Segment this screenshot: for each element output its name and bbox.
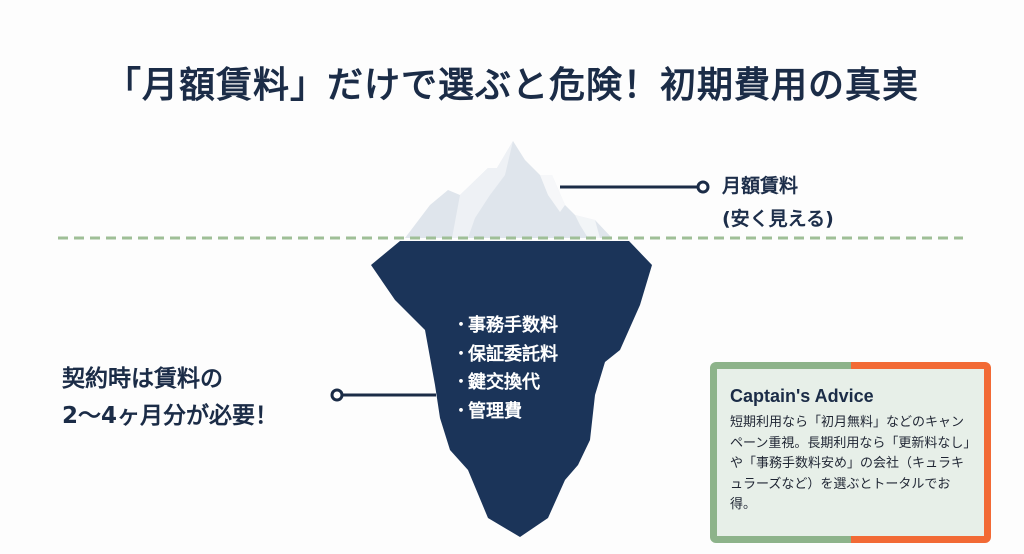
list-item-label: 事務手数料: [468, 315, 558, 336]
advice-content: Captain's Advice 短期利用なら「初月無料」などのキャンペーン重視…: [717, 369, 984, 536]
list-item-label: 鍵交換代: [468, 372, 540, 393]
bullet-icon: ・: [452, 315, 470, 336]
tip-label-note: (安く見える): [722, 208, 834, 230]
list-item-label: 保証委託料: [468, 343, 558, 365]
page-title: 「月額賃料」だけで選ぶと危険！初期費用の真実: [104, 65, 919, 106]
captains-advice-box: Captain's Advice 短期利用なら「初月無料」などのキャンペーン重視…: [710, 362, 991, 543]
list-item-label: 管理費: [468, 400, 522, 422]
tip-label: 月額賃料 (安く見える): [722, 170, 834, 236]
hidden-costs-list: ・事務手数料 ・保証委託料 ・鍵交換代 ・管理費: [452, 312, 558, 426]
contract-cost-callout: 契約時は賃料の 2〜4ヶ月分が必要！: [62, 361, 278, 435]
bullet-icon: ・: [452, 400, 470, 422]
advice-body: 短期利用なら「初月無料」などのキャンペーン重視。長期利用なら「更新料なし」や「事…: [730, 415, 970, 512]
list-item: ・鍵交換代: [452, 369, 558, 398]
tip-label-title: 月額賃料: [722, 175, 799, 197]
bullet-icon: ・: [452, 372, 470, 393]
callout-line-1: 契約時は賃料の: [62, 366, 223, 392]
iceberg-tip: [405, 141, 612, 238]
callout-line-2: 2〜4ヶ月分が必要！: [62, 403, 279, 429]
hidden-connector: [330, 388, 436, 402]
list-item: ・事務手数料: [452, 312, 558, 341]
bullet-icon: ・: [452, 343, 470, 365]
advice-title: Captain's Advice: [730, 386, 874, 406]
list-item: ・保証委託料: [452, 341, 558, 370]
list-item: ・管理費: [452, 398, 558, 427]
tip-connector: [560, 180, 710, 194]
iceberg-submerged: [371, 241, 652, 537]
